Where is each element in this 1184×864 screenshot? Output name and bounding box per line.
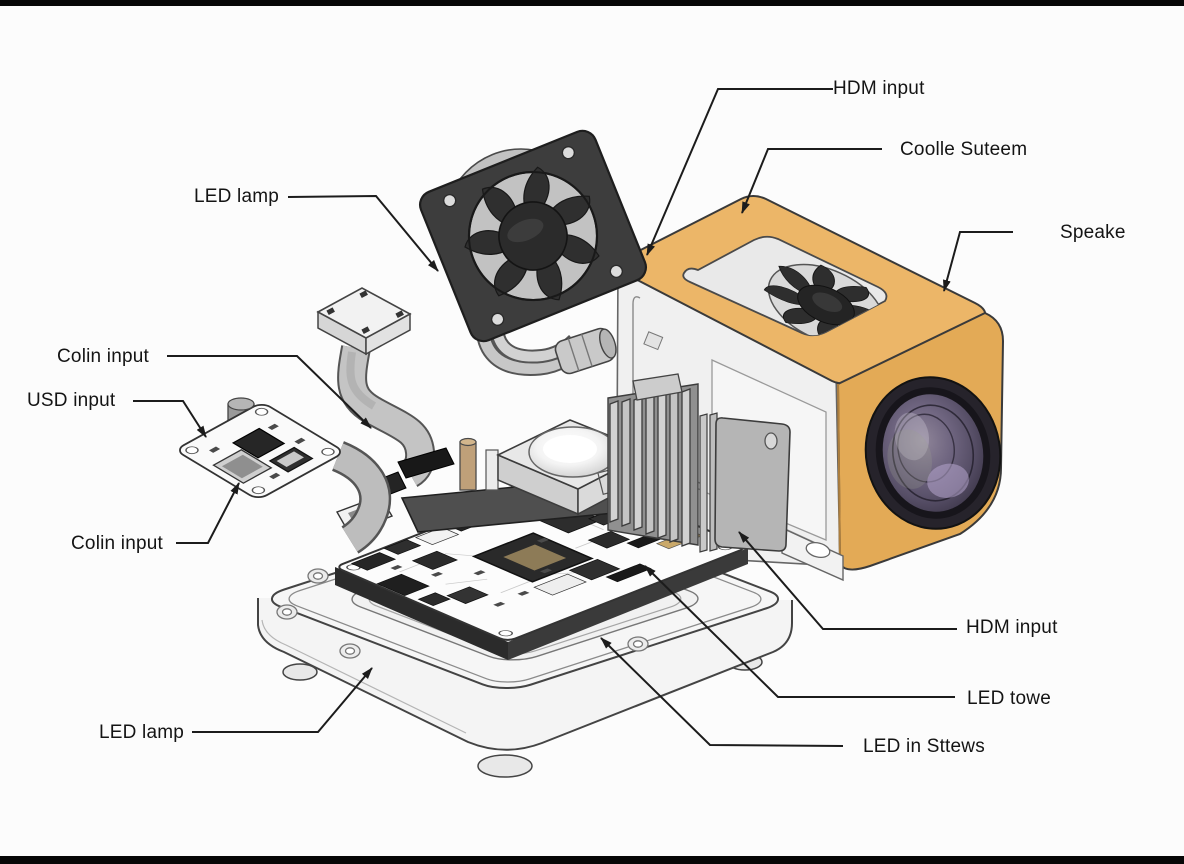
part-label-led-towe: LED towe bbox=[967, 688, 1051, 709]
part-label-led-in-sttews: LED in Sttews bbox=[863, 736, 985, 757]
leader-line-coolle-suteem bbox=[741, 148, 882, 214]
letterbox-bar-bottom bbox=[0, 856, 1184, 864]
leader-line-speake bbox=[943, 231, 1013, 292]
exhaust-fan bbox=[419, 129, 647, 343]
part-label-colin-input-top: Colin input bbox=[57, 346, 149, 367]
leader-line-led-lamp-bot bbox=[192, 667, 373, 733]
part-label-hdm-input-bot: HDM input bbox=[966, 617, 1058, 638]
leader-line-usd-input bbox=[133, 400, 207, 438]
leader-lines bbox=[133, 88, 1013, 747]
leader-line-led-lamp-top bbox=[287, 194, 439, 272]
heatsink-plate bbox=[714, 417, 791, 552]
part-label-usd-input: USD input bbox=[27, 390, 116, 411]
leader-line-hdm-input-top bbox=[646, 88, 833, 256]
leader-line-led-towe bbox=[644, 565, 955, 698]
heatsink bbox=[607, 373, 791, 553]
lens bbox=[864, 376, 1002, 530]
part-label-speake: Speake bbox=[1060, 222, 1126, 243]
leader-line-hdm-input-bot bbox=[738, 531, 957, 630]
part-label-led-lamp-top: LED lamp bbox=[194, 186, 280, 207]
part-label-colin-input-bot: Colin input bbox=[71, 533, 163, 554]
cpu-chip bbox=[474, 533, 592, 582]
leader-line-colin-input-bot bbox=[176, 482, 240, 544]
usb-breakout-board bbox=[175, 397, 392, 554]
part-label-coolle-suteem: Coolle Suteem bbox=[900, 139, 1028, 160]
part-label-hdm-input-top: HDM input bbox=[833, 78, 925, 99]
part-label-led-lamp-bot: LED lamp bbox=[99, 722, 185, 743]
leader-line-colin-input-top bbox=[167, 355, 372, 429]
letterbox-bar-top bbox=[0, 0, 1184, 6]
leader-line-led-in-sttews bbox=[600, 637, 844, 747]
